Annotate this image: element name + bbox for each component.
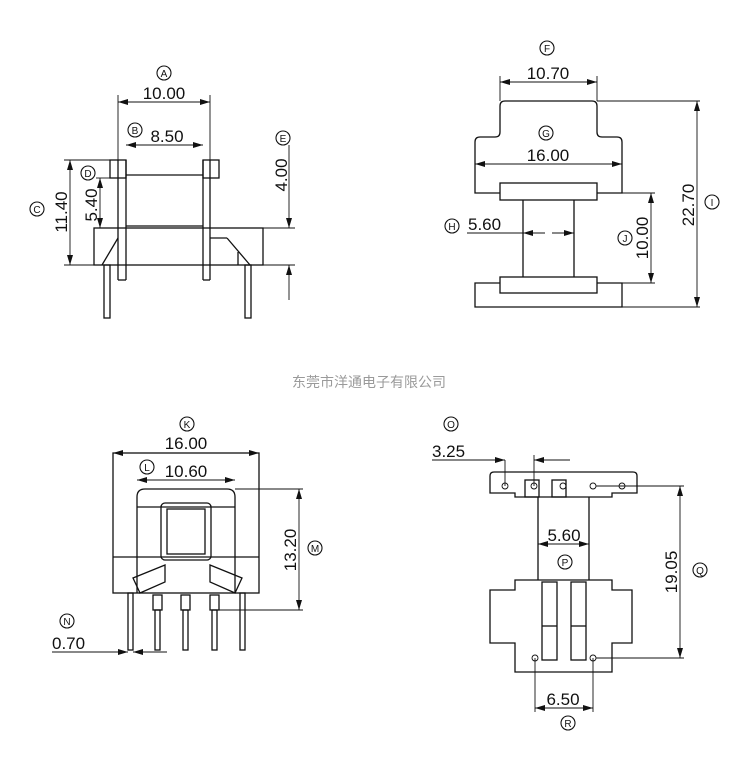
dim-b-value: 8.50 xyxy=(150,127,183,146)
dim-e-value: 4.00 xyxy=(272,158,291,191)
dim-h-value: 5.60 xyxy=(468,215,501,234)
dim-g-letter: G xyxy=(542,129,550,140)
dim-r-value: 6.50 xyxy=(546,690,579,709)
dim-c-value: 11.40 xyxy=(52,191,71,232)
dim-q-letter: Q xyxy=(696,566,704,577)
dim-q-value: 19.05 xyxy=(662,551,681,594)
dim-b-letter: B xyxy=(132,126,139,137)
dim-n-letter: N xyxy=(63,617,70,628)
dim-a-letter: A xyxy=(161,69,168,80)
dim-n-value: 0.70 xyxy=(52,634,85,653)
dim-j-letter: J xyxy=(623,234,628,245)
dim-d-value: 5.40 xyxy=(82,188,101,221)
dim-f-letter: F xyxy=(544,44,550,55)
company-watermark: 东莞市洋通电子有限公司 xyxy=(292,374,446,391)
dim-c-letter: C xyxy=(33,205,40,216)
dim-j-value: 10.00 xyxy=(633,217,652,260)
dim-g-value: 16.00 xyxy=(527,146,570,165)
dim-h-letter: H xyxy=(448,222,455,233)
dim-d-letter: D xyxy=(84,169,91,180)
bottom-view: 3.25 O 5.60 P 19.05 Q 6.50 R xyxy=(432,416,708,731)
dim-l-letter: L xyxy=(144,463,150,474)
side-view: 16.00 K 10.60 L 13.20 M 0.70 N xyxy=(52,416,323,655)
dim-i-letter: I xyxy=(711,198,714,209)
dim-f-value: 10.70 xyxy=(527,64,570,83)
dim-r-letter: R xyxy=(564,719,571,730)
dim-o-letter: O xyxy=(447,420,455,431)
dim-i-value: 22.70 xyxy=(679,184,698,227)
dim-p-letter: P xyxy=(562,558,569,569)
dim-l-value: 10.60 xyxy=(165,462,208,481)
dim-k-letter: K xyxy=(184,420,191,431)
dim-m-value: 13.20 xyxy=(281,529,300,572)
front-view: 10.00 A 8.50 B 11.40 C 5.40 D 4.00 E xyxy=(29,65,295,319)
top-view: 10.70 F 16.00 G 5.60 H 10.00 J 22.70 I xyxy=(444,40,720,308)
dim-m-letter: M xyxy=(311,544,319,555)
dim-a-value: 10.00 xyxy=(143,84,186,103)
dim-o-value: 3.25 xyxy=(432,442,465,461)
dim-e-letter: E xyxy=(280,134,287,145)
dim-k-value: 16.00 xyxy=(165,434,208,453)
dim-p-value: 5.60 xyxy=(547,526,580,545)
front-view-outline xyxy=(93,159,264,319)
